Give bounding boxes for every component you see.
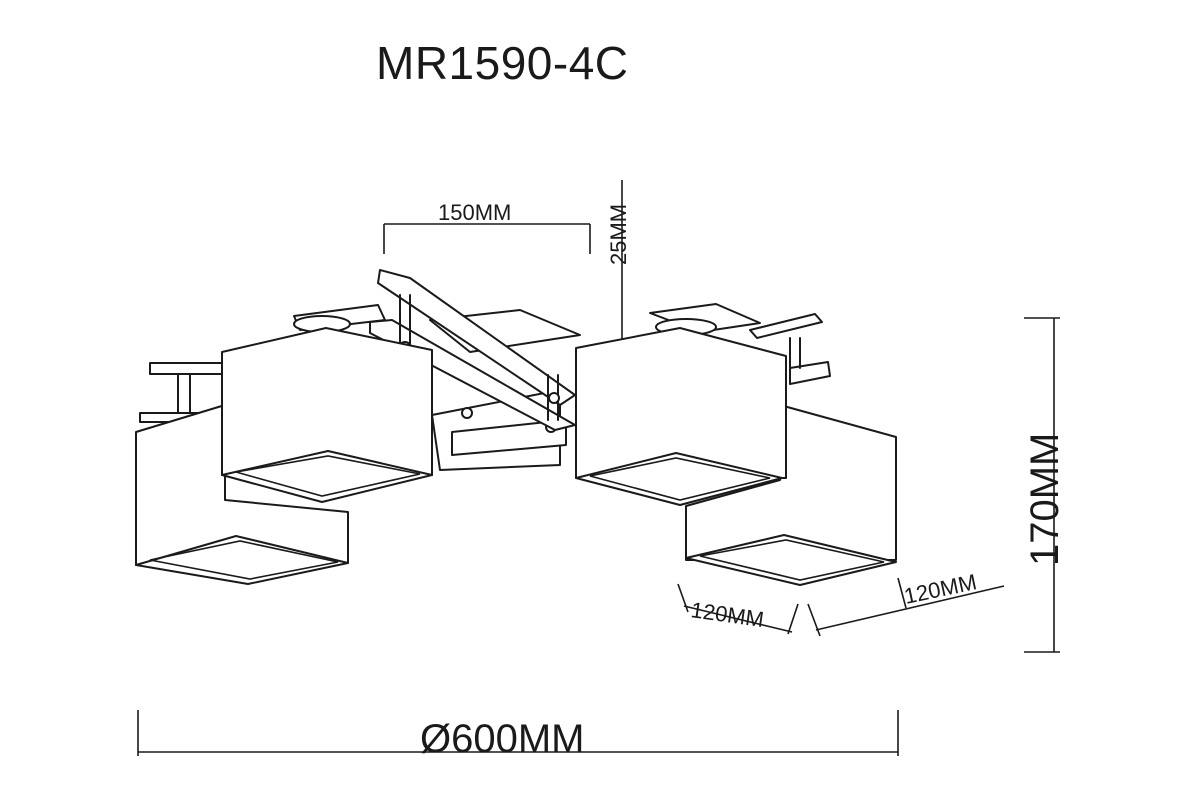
dim-canopy-height-label: 25MM bbox=[606, 204, 631, 265]
dim-canopy-height: 25MM bbox=[606, 180, 631, 340]
shade-front-right bbox=[575, 327, 787, 506]
dim-total-height: 170MM bbox=[1023, 317, 1067, 653]
dim-diameter: Ø600MM bbox=[137, 710, 899, 761]
shade-rear-right bbox=[685, 404, 897, 586]
dim-shade-width-b: 120MM bbox=[807, 569, 1005, 637]
dim-total-height-label: 170MM bbox=[1023, 433, 1067, 566]
shade-front-left bbox=[221, 327, 433, 503]
dim-arm-span-label: 150MM bbox=[438, 200, 511, 225]
shade-rear-left bbox=[135, 404, 349, 585]
dim-shade-width-a: 120MM bbox=[677, 583, 799, 635]
dim-diameter-label: Ø600MM bbox=[420, 717, 585, 761]
dim-arm-span: 150MM bbox=[383, 200, 591, 254]
dim-shade-width-a-label: 120MM bbox=[689, 597, 765, 632]
model-title: MR1590-4C bbox=[376, 37, 629, 89]
dim-shade-width-b-label: 120MM bbox=[902, 569, 979, 609]
